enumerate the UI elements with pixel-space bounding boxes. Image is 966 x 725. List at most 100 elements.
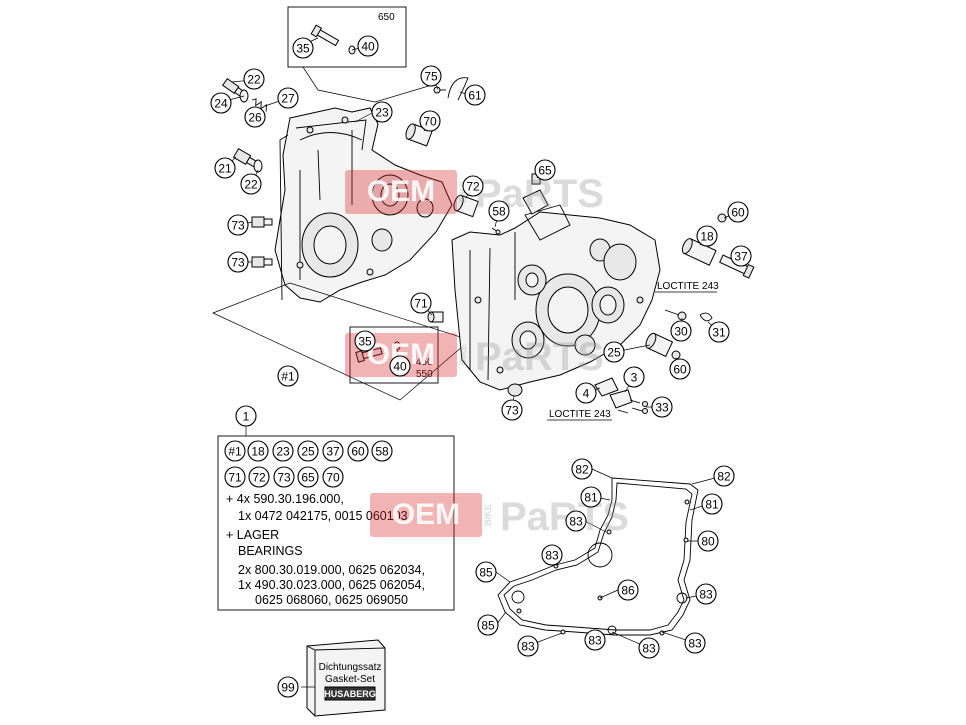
watermark-parts-text-3: PaRTS — [500, 495, 629, 539]
kit-line-7: 0625 068060, 0625 069050 — [255, 593, 408, 607]
callout-number: 73 — [231, 219, 245, 233]
callout-circle — [224, 440, 246, 462]
callout-c24: 24 — [210, 92, 232, 114]
callout-c40a: 40 — [357, 35, 379, 57]
callout-g81a: 81 — [580, 486, 602, 508]
callout-circle — [603, 341, 625, 363]
callout-circle — [243, 68, 265, 90]
callout-circle — [420, 65, 442, 87]
callout-number: 60 — [731, 206, 745, 220]
kit-line-2: 1x 0472 042175, 0015 060103 — [238, 509, 408, 523]
callout-circle — [708, 321, 730, 343]
callout-circle — [297, 466, 319, 488]
callout-c73a: 73 — [227, 214, 249, 236]
callout-g83g: 83 — [684, 632, 706, 654]
callout-number: 83 — [545, 549, 559, 563]
callout-c61: 61 — [464, 84, 486, 106]
callout-c22a: 22 — [243, 68, 265, 90]
callout-c75: 75 — [420, 65, 442, 87]
callout-k60: 60 — [347, 440, 369, 462]
callout-number: 83 — [569, 515, 583, 529]
watermark-oem-text-3: OEM — [392, 498, 460, 531]
callout-g82a: 82 — [571, 458, 593, 480]
callout-number: 83 — [588, 634, 602, 648]
watermark-2: OEM BIKE PaRTS — [345, 333, 604, 379]
callout-circle — [277, 87, 299, 109]
callout-g83e: 83 — [584, 629, 606, 651]
callout-number: 86 — [621, 584, 635, 598]
callout-k58: 58 — [371, 440, 393, 462]
left-crankcase-half — [274, 107, 453, 303]
callout-number: 37 — [734, 250, 748, 264]
callout-circle — [357, 35, 379, 57]
callout-number: 81 — [705, 498, 719, 512]
callout-circle — [297, 440, 319, 462]
callout-circle — [273, 466, 295, 488]
callout-number: 27 — [281, 92, 295, 106]
callout-number: 70 — [423, 115, 437, 129]
callout-circle — [477, 614, 499, 636]
callout-circle — [684, 632, 706, 654]
callout-circle — [322, 466, 344, 488]
callout-circle — [695, 583, 717, 605]
callout-circle — [272, 440, 294, 462]
callout-circle — [210, 92, 232, 114]
callout-number: 73 — [505, 404, 519, 418]
callout-number: 37 — [326, 445, 340, 459]
callout-c35b: 35 — [354, 330, 376, 352]
callout-circle — [697, 530, 719, 552]
callout-circle — [214, 157, 236, 179]
callout-c71a: 71 — [410, 292, 432, 314]
callout-c4: 4 — [575, 382, 597, 404]
callout-g85b: 85 — [477, 614, 499, 636]
callout-g86: 86 — [617, 579, 639, 601]
callout-g83c: 83 — [695, 583, 717, 605]
callout-number: 35 — [296, 42, 310, 56]
callout-circle — [240, 173, 262, 195]
callout-c25a: 25 — [603, 341, 625, 363]
callout-circle — [488, 200, 510, 222]
callout-c35a: 35 — [292, 37, 314, 59]
callout-circle — [638, 637, 660, 659]
callout-k1: #1 — [224, 440, 246, 462]
inset-mid-label-a: 450 — [416, 357, 433, 368]
callout-k65: 65 — [297, 466, 319, 488]
callout-circle — [389, 355, 411, 377]
callout-number: 83 — [688, 637, 702, 651]
callout-number: 60 — [673, 363, 687, 377]
gasket-set-line-2: Gasket-Set — [325, 674, 375, 685]
callout-number: 61 — [468, 89, 482, 103]
callout-circle — [227, 214, 249, 236]
callout-number: 3 — [631, 371, 638, 385]
callout-circle — [727, 201, 749, 223]
watermark-bike-text-2: BIKE — [458, 344, 468, 366]
callout-number: 23 — [276, 445, 290, 459]
callout-circle — [623, 366, 645, 388]
callout-c1: 1 — [235, 405, 257, 427]
kit-box: + 4x 590.30.196.000, 1x 0472 042175, 001… — [217, 435, 455, 611]
callout-circle — [580, 486, 602, 508]
callout-number: 24 — [214, 97, 228, 111]
callout-c37a: 37 — [730, 245, 752, 267]
callout-c31: 31 — [708, 321, 730, 343]
callout-number: 25 — [301, 445, 315, 459]
callout-number: 58 — [492, 205, 506, 219]
callout-number: 65 — [301, 471, 315, 485]
callout-number: #1 — [281, 370, 295, 384]
callout-number: 82 — [575, 463, 589, 477]
kit-line-4: BEARINGS — [238, 544, 303, 558]
callout-circle — [419, 110, 441, 132]
callout-g83a: 83 — [565, 510, 587, 532]
callout-number: 30 — [674, 325, 688, 339]
callout-number: 71 — [414, 297, 428, 311]
callout-c40b: 40 — [389, 355, 411, 377]
loctite-label-2: LOCTITE 243 — [549, 409, 611, 420]
callout-k73: 73 — [273, 466, 295, 488]
callout-g83d: 83 — [517, 635, 539, 657]
callout-c73b: 73 — [227, 251, 249, 273]
callout-circle — [669, 358, 691, 380]
callout-g83f: 83 — [638, 637, 660, 659]
callout-number: 25 — [607, 346, 621, 360]
kit-line-3: + LAGER — [226, 528, 279, 542]
